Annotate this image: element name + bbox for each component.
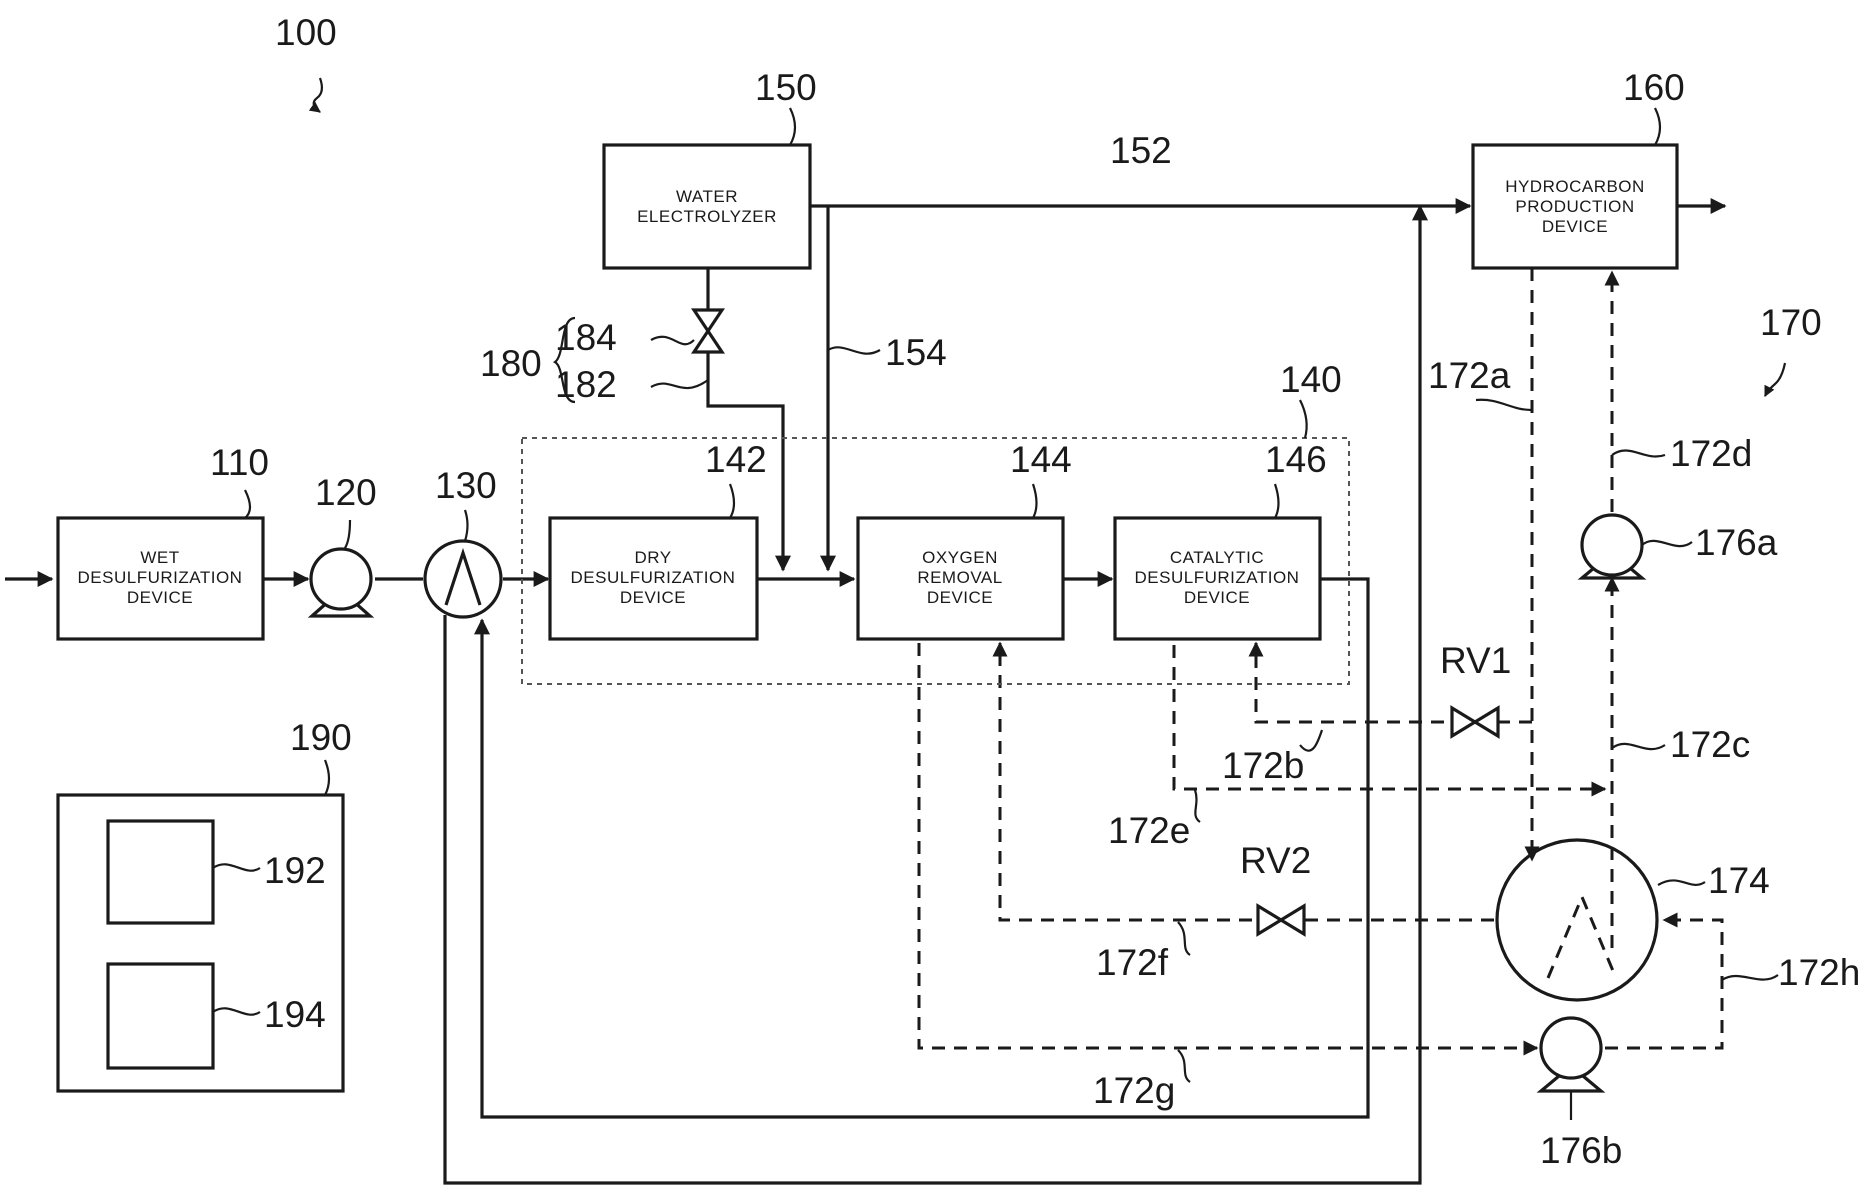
electrolyzer-label-2: ELECTROLYZER: [637, 207, 777, 226]
wet-desulfurization-device: WET DESULFURIZATION DEVICE: [58, 518, 263, 639]
ref-192: 192: [264, 850, 326, 891]
wet-label-3: DEVICE: [127, 588, 193, 607]
heater-174-icon: [1497, 840, 1657, 1000]
controller-unit-192: [108, 821, 213, 923]
ref-172f: 172f: [1096, 942, 1169, 983]
hydrocarbon-label-3: DEVICE: [1542, 217, 1608, 236]
ref-172h: 172h: [1778, 952, 1860, 993]
pump-176b-icon: [1541, 1018, 1601, 1091]
ref-100: 100: [275, 12, 337, 53]
ref-194: 194: [264, 994, 326, 1035]
compressor-120-icon: [311, 549, 371, 616]
ref-190: 190: [290, 717, 352, 758]
line-172g: [919, 643, 1537, 1048]
electrolyzer-label-1: WATER: [676, 187, 738, 206]
controller-unit-194: [108, 964, 213, 1068]
controller-190: [58, 795, 343, 1091]
ref-172b: 172b: [1222, 745, 1304, 786]
ref-146: 146: [1265, 439, 1327, 480]
ref-184: 184: [555, 317, 617, 358]
ref-152: 152: [1110, 130, 1172, 171]
valve-184-icon: [694, 310, 722, 352]
ref-176a: 176a: [1695, 522, 1778, 563]
ref-110: 110: [210, 442, 269, 483]
ref-172e: 172e: [1108, 810, 1190, 851]
heat-exchanger-130-icon: [425, 541, 501, 617]
ref-142: 142: [705, 439, 767, 480]
catalytic-label-2: DESULFURIZATION: [1135, 568, 1300, 587]
ref-rv1: RV1: [1440, 640, 1511, 681]
dry-desulfurization-device: DRY DESULFURIZATION DEVICE: [550, 518, 757, 639]
oxygen-label-1: OXYGEN: [922, 548, 998, 567]
ref-rv2: RV2: [1240, 840, 1311, 881]
ref-180: 180: [480, 343, 542, 384]
ref-154: 154: [885, 332, 947, 373]
ref-172c: 172c: [1670, 724, 1750, 765]
wet-label-2: DESULFURIZATION: [78, 568, 243, 587]
relief-valve-rv1-icon: [1452, 708, 1498, 736]
oxygen-label-2: REMOVAL: [917, 568, 1002, 587]
dry-label-1: DRY: [634, 548, 671, 567]
water-electrolyzer: WATER ELECTROLYZER: [604, 145, 810, 268]
hydrocarbon-label-1: HYDROCARBON: [1505, 177, 1645, 196]
oxygen-removal-device: OXYGEN REMOVAL DEVICE: [858, 518, 1063, 639]
ref-120: 120: [315, 472, 377, 513]
hydrocarbon-production-device: HYDROCARBON PRODUCTION DEVICE: [1473, 145, 1677, 268]
pump-176a-icon: [1582, 515, 1642, 578]
ref-130: 130: [435, 465, 497, 506]
hydrocarbon-label-2: PRODUCTION: [1515, 197, 1634, 216]
dry-label-3: DEVICE: [620, 588, 686, 607]
ref-172d: 172d: [1670, 433, 1752, 474]
ref-144: 144: [1010, 439, 1072, 480]
ref-172g: 172g: [1093, 1070, 1175, 1111]
ref-176b: 176b: [1540, 1130, 1622, 1171]
dry-label-2: DESULFURIZATION: [571, 568, 736, 587]
ref-160: 160: [1623, 67, 1685, 108]
ref-174: 174: [1708, 860, 1770, 901]
relief-valve-rv2-icon: [1258, 906, 1304, 934]
oxygen-label-3: DEVICE: [927, 588, 993, 607]
catalytic-label-1: CATALYTIC: [1170, 548, 1264, 567]
wet-label-1: WET: [140, 548, 179, 567]
ref-172a: 172a: [1428, 355, 1511, 396]
line-catalytic-outlet-return: [482, 579, 1368, 1117]
heater-coil: [1548, 897, 1616, 978]
ref-140: 140: [1280, 359, 1342, 400]
ref-170: 170: [1760, 302, 1822, 343]
catalytic-desulfurization-device: CATALYTIC DESULFURIZATION DEVICE: [1115, 518, 1320, 639]
ref-150: 150: [755, 67, 817, 108]
catalytic-label-3: DEVICE: [1184, 588, 1250, 607]
